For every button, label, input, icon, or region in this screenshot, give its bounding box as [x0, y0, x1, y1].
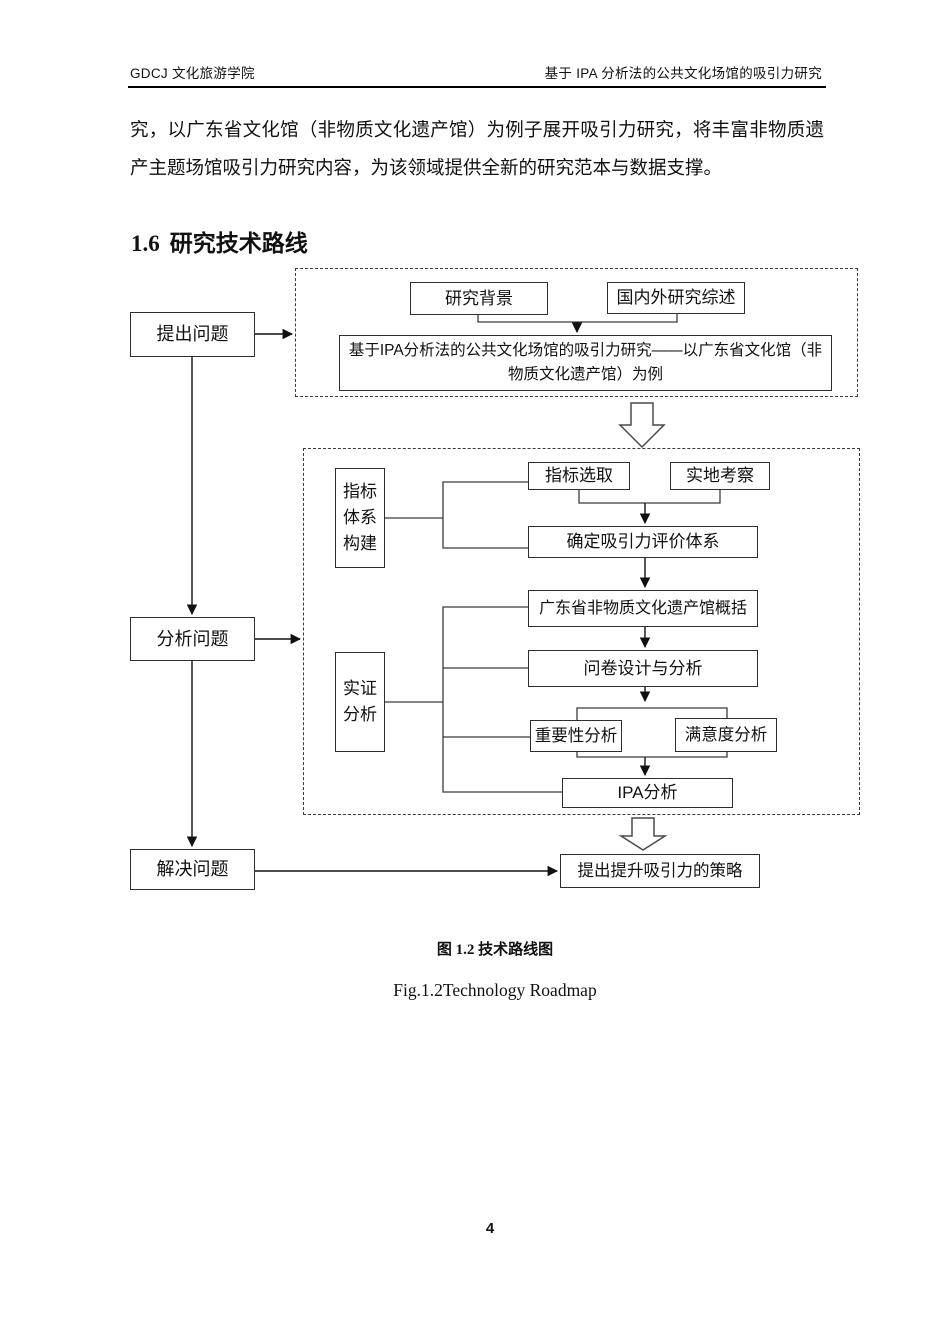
flow-label: 指标体系构建: [343, 482, 377, 553]
flow-box-literature-review: 国内外研究综述: [607, 282, 745, 314]
flow-box-index-selection: 指标选取: [528, 462, 630, 490]
hollow-down-arrows: [618, 402, 668, 851]
flow-box-strategy: 提出提升吸引力的策略: [560, 854, 760, 888]
header-left: GDCJ 文化旅游学院: [130, 66, 255, 81]
flow-label: 提出提升吸引力的策略: [577, 861, 743, 880]
flow-label: 指标选取: [545, 466, 613, 486]
importance-satisfaction-bracket: [576, 707, 728, 758]
flow-box-research-background: 研究背景: [410, 282, 548, 315]
flow-label: 研究背景: [445, 288, 513, 308]
flow-label: 实地考察: [686, 466, 754, 486]
figure-caption-en: Fig.1.2Technology Roadmap: [393, 980, 597, 1000]
flow-box-empirical-label: 实证分析: [335, 652, 385, 752]
empirical-bracket: [385, 606, 562, 793]
figure-caption-zh: 图 1.2 技术路线图: [436, 942, 554, 958]
flow-box-questionnaire: 问卷设计与分析: [528, 650, 758, 687]
flow-label: 分析问题: [156, 628, 229, 649]
header-right: 基于 IPA 分析法的公共文化场馆的吸引力研究: [544, 66, 822, 81]
flow-label: 问卷设计与分析: [583, 658, 703, 678]
section-title: 研究技术路线: [169, 230, 308, 256]
flow-label: 满意度分析: [684, 725, 768, 744]
flow-box-ipa-analysis: IPA分析: [562, 778, 733, 808]
flow-label: IPA分析: [617, 783, 678, 803]
flow-label: 国内外研究综述: [616, 288, 736, 308]
section-heading: 1.6 研究技术路线: [131, 224, 308, 258]
flow-box-heritage-overview: 广东省非物质文化遗产馆概括: [528, 590, 758, 627]
dashed-frame-top: [295, 268, 858, 397]
indicator-bracket: [385, 481, 528, 549]
flow-label: 解决问题: [156, 859, 229, 880]
flow-box-solve-question: 解决问题: [130, 849, 255, 890]
flow-box-importance-analysis: 重要性分析: [530, 720, 622, 752]
flow-label: 提出问题: [156, 324, 229, 345]
flow-label: 确定吸引力评价体系: [566, 532, 720, 552]
body-paragraph: 究，以广东省文化馆（非物质文化遗产馆）为例子展开吸引力研究，将丰富非物质遗产主题…: [130, 121, 824, 179]
selection-survey-merge: [578, 490, 721, 525]
top-merge-connector: [477, 313, 678, 334]
page-number: 4: [485, 1220, 495, 1237]
section-number: 1.6: [131, 231, 160, 256]
page-header: GDCJ 文化旅游学院 基于 IPA 分析法的公共文化场馆的吸引力研究: [130, 62, 822, 82]
flow-box-satisfaction-analysis: 满意度分析: [675, 718, 777, 752]
flow-box-analyze-question: 分析问题: [130, 617, 255, 661]
hollow-arrow-bottom: [618, 817, 668, 851]
flow-box-raise-question: 提出问题: [130, 312, 255, 357]
flow-label: 实证分析: [343, 679, 377, 724]
flow-box-field-survey: 实地考察: [670, 462, 770, 490]
hollow-arrow-top: [618, 402, 666, 449]
dashed-frame-middle: [303, 448, 860, 815]
stage-connectors: [186, 328, 559, 877]
flow-box-research-topic: 基于IPA分析法的公共文化场馆的吸引力研究——以广东省文化馆（非物质文化遗产馆）…: [339, 335, 832, 391]
flow-label: 重要性分析: [534, 726, 618, 745]
flow-label: 基于IPA分析法的公共文化场馆的吸引力研究——以广东省文化馆（非物质文化遗产馆）…: [348, 342, 823, 383]
flow-label: 广东省非物质文化遗产馆概括: [538, 599, 747, 617]
header-rule: [128, 86, 826, 88]
flow-box-evaluation-system: 确定吸引力评价体系: [528, 526, 758, 558]
flow-box-indicator-system-label: 指标体系构建: [335, 468, 385, 568]
